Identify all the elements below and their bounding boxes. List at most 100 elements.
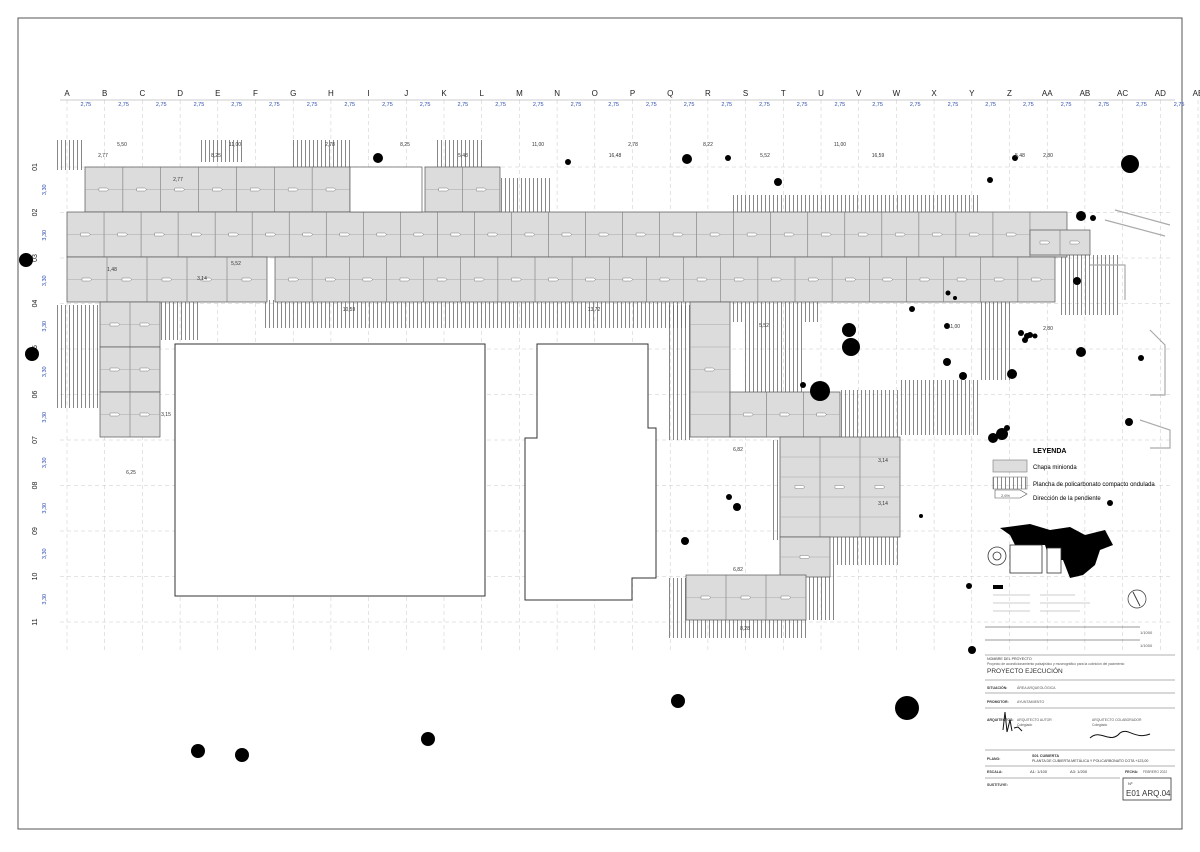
dimension-label: 2,78: [325, 142, 335, 148]
column-spacing-label: 2,75: [571, 102, 582, 108]
slope-arrow-icon: [816, 412, 828, 417]
tree-dot: [373, 153, 383, 163]
tree-dot: [1032, 333, 1038, 339]
grid-column-label: A: [64, 89, 70, 98]
dimension-label: 6,82: [733, 567, 743, 573]
row-spacing-label: 3,30: [42, 548, 48, 559]
tree-dot: [842, 338, 860, 356]
polycarbonate-areas: [55, 140, 1120, 638]
tree-dot: [959, 372, 967, 380]
hatch-swatch-icon: [992, 476, 1028, 490]
excavation-pit-right: [524, 343, 657, 601]
grid-column-label: N: [554, 89, 560, 98]
column-spacing-label: 2,75: [495, 102, 506, 108]
tree-dot: [25, 347, 39, 361]
tree-dot: [1138, 355, 1144, 361]
dimension-label: 2,78: [628, 142, 638, 148]
tree-dot: [1024, 333, 1030, 339]
slope-arrow-icon: [696, 277, 708, 282]
fecha-label: FECHA:: [1125, 770, 1138, 774]
polycarbonate-area: [500, 178, 550, 213]
column-spacing-label: 2,75: [646, 102, 657, 108]
tree-dot: [800, 382, 806, 388]
situacion-label: SITUACIÓN:: [987, 685, 1007, 690]
polycarbonate-area: [840, 390, 900, 438]
dimension-label: 11,00: [834, 142, 846, 148]
slope-arrow-icon: [201, 277, 213, 282]
dimension-label: 2,77: [173, 177, 183, 183]
column-spacing-label: 2,75: [194, 102, 205, 108]
dimension-label: 8,25: [400, 142, 410, 148]
slope-arrow-icon: [117, 232, 128, 237]
slope-arrow-icon: [511, 277, 522, 282]
grid-column-label: K: [441, 89, 447, 98]
grid-column-label: Y: [969, 89, 975, 98]
plano-line1: S01 CUBIERTA: [1032, 754, 1059, 758]
row-spacing-label: 3,30: [42, 321, 48, 332]
slope-arrow-icon: [288, 187, 299, 192]
column-spacing-label: 2,75: [872, 102, 883, 108]
slope-arrow-icon: [362, 277, 374, 282]
grid-column-label: AE: [1193, 89, 1200, 98]
legend-item-label: Dirección de la pendiente: [1033, 496, 1101, 502]
slope-arrow-icon: [585, 277, 597, 282]
escala-label: ESCALA:: [987, 770, 1003, 774]
tree-dot: [681, 537, 689, 545]
grid-row-label: 06: [32, 391, 39, 399]
tree-dot: [725, 155, 731, 161]
dimension-label: 5,52: [760, 153, 770, 159]
slope-arrow-icon: [136, 187, 148, 192]
tree-dot: [19, 253, 33, 267]
tree-dot: [1018, 330, 1024, 336]
tree-dot: [810, 381, 830, 401]
dimension-label: 2,80: [1043, 153, 1053, 159]
grid-column-label: L: [479, 89, 484, 98]
column-spacing-label: 2,75: [948, 102, 959, 108]
arquitecto-2-sub: Colegiado: [1092, 723, 1107, 727]
column-spacing-label: 2,75: [420, 102, 431, 108]
escala-a1: A1: 1/100: [1030, 769, 1048, 774]
dimension-label: 6,25: [126, 470, 136, 476]
column-spacing-label: 2,75: [231, 102, 242, 108]
slope-arrow-icon: [1069, 240, 1081, 245]
slope-arrow-icon: [191, 232, 202, 237]
tree-dot: [1004, 425, 1010, 431]
polycarbonate-area: [290, 140, 350, 168]
slope-arrow-icon: [994, 277, 1005, 282]
grid-column-label: R: [705, 89, 711, 98]
situacion-value: ÁREA ARQUEOLÓGICA: [1017, 685, 1056, 690]
north-arrow-icon: [1127, 589, 1147, 609]
grid-column-label: F: [253, 89, 258, 98]
polycarbonate-area: [668, 305, 690, 440]
slope-arrow-icon: [743, 412, 754, 417]
scale-unit: 1/1000: [1140, 643, 1153, 648]
column-spacing-label: 2,75: [608, 102, 619, 108]
fecha-value: FEBRERO 2022: [1143, 770, 1167, 774]
slope-arrow-icon: [81, 277, 93, 282]
dimension-label: 5,52: [231, 261, 241, 267]
slope-arrow-icon: [450, 232, 462, 237]
slope-arrow-icon: [635, 232, 647, 237]
legend: LEYENDA Chapa minionda Plancha de polica…: [992, 448, 1155, 502]
polycarbonate-area: [55, 305, 100, 390]
dimension-label: 11,00: [229, 142, 241, 148]
slope-arrow-icon: [399, 277, 411, 282]
polycarbonate-area: [262, 300, 487, 328]
tree-dot: [987, 177, 993, 183]
sheet-border: [17, 17, 1183, 830]
dimension-label: 13,72: [588, 307, 601, 313]
slope-arrow-icon: [250, 187, 261, 192]
tree-dot: [996, 428, 1008, 440]
tree-dot: [842, 323, 856, 337]
slope-arrow-icon: [288, 277, 299, 282]
dimension-label: 8,25: [211, 153, 221, 159]
slope-arrow-icon: [438, 187, 450, 192]
grid-column-label: X: [931, 89, 937, 98]
tree-dot: [1012, 155, 1018, 161]
polycarbonate-area: [900, 380, 980, 435]
dimension-label: 11,00: [948, 324, 960, 330]
polycarbonate-area: [487, 300, 687, 328]
column-spacing-label: 2,75: [344, 102, 355, 108]
